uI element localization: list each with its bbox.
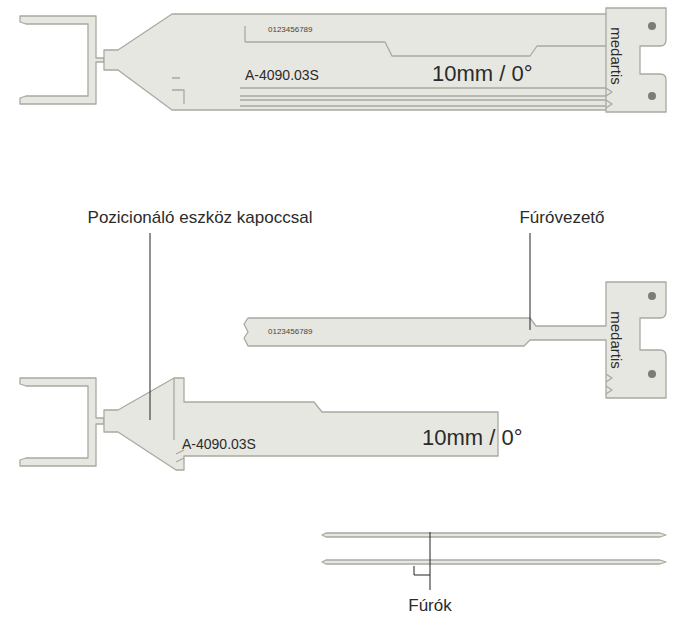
head-notch xyxy=(606,374,612,394)
brand-mark: medartis xyxy=(608,27,625,85)
serial-number: 0123456789 xyxy=(268,328,313,337)
fixation-hole xyxy=(648,22,656,30)
brand-mark: medartis xyxy=(608,311,625,369)
drill-guide-outline xyxy=(244,26,245,42)
drill-guide xyxy=(244,282,666,398)
head-notch xyxy=(606,88,612,108)
part-number: A-4090.03S xyxy=(182,437,256,452)
part-name: Fúrók xyxy=(408,597,451,616)
size-marking: 10mm / 0° xyxy=(432,62,533,86)
body-notch xyxy=(172,78,184,104)
clip-fork xyxy=(20,378,104,466)
serial-number: 0123456789 xyxy=(268,26,313,35)
drill-slot xyxy=(240,88,606,106)
fixation-hole xyxy=(648,292,656,300)
fixation-hole xyxy=(648,92,656,100)
drill-wire xyxy=(322,560,666,564)
size-marking: 10mm / 0° xyxy=(422,426,523,450)
positioning-body xyxy=(104,14,620,110)
clip-fork xyxy=(20,16,104,104)
drill-wire xyxy=(322,533,666,537)
drill-bracket xyxy=(414,532,430,590)
part-name: Pozicionáló eszköz kapoccsal xyxy=(88,209,313,228)
part-number: A-4090.03S xyxy=(245,68,319,83)
leader-line xyxy=(530,233,531,330)
positioning-device xyxy=(104,378,498,470)
drill-guide-outline xyxy=(245,42,606,56)
fixation-hole xyxy=(648,370,656,378)
leader-line xyxy=(150,233,151,420)
drill-guide-head xyxy=(606,8,666,112)
part-name: Fúróvezető xyxy=(519,209,604,228)
